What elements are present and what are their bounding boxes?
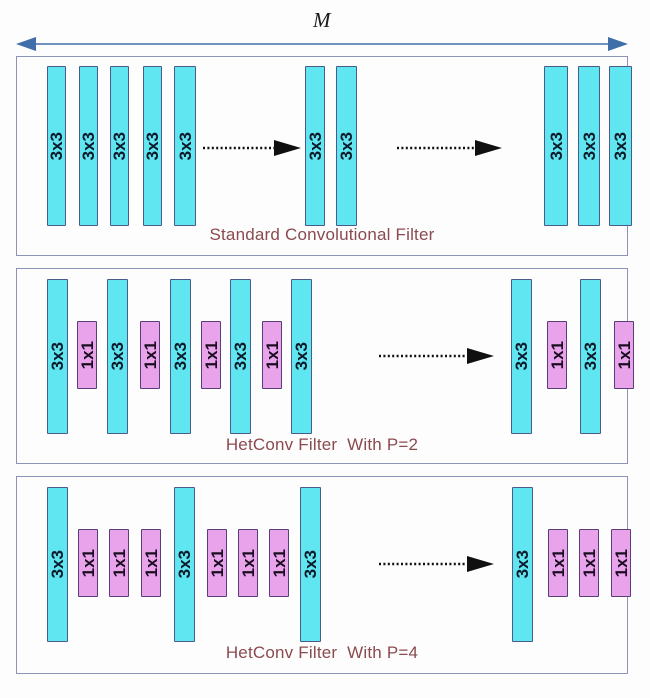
kernel-bar-label: 3x3: [301, 550, 320, 579]
panel-3-body: 3x3 1x1 1x1 1x1 3x3 1x1 1x1 1x1 3x3 3x3 1x1 1x1 1x1: [17, 477, 631, 673]
kernel-bar-label: 1x1: [207, 548, 227, 578]
kernel-bar-label: 3x3: [611, 131, 630, 161]
kernel-bar-1x1: 1x1: [269, 529, 289, 597]
panel-3-caption: HetConv Filter With P=4: [225, 643, 419, 662]
dotted-arrow-icon: [203, 139, 301, 157]
kernel-bar-label: 1x1: [201, 340, 221, 370]
kernel-bar-label: 1x1: [614, 340, 634, 370]
panel-1-caption: Standard Convolutional Filter: [209, 225, 435, 244]
kernel-bar-label: 1x1: [77, 340, 97, 370]
kernel-bar-label: 1x1: [78, 548, 98, 578]
panel-2-body: 3x3 1x1 3x3 1x1 3x3 1x1 3x3 1x1 3x3 3x3 1x1 3x3 1x1: [17, 269, 634, 463]
kernel-bar-label: 3x3: [47, 131, 66, 161]
kernel-bar-3x3: 3x3: [544, 66, 568, 226]
kernel-bar-label: 1x1: [611, 548, 631, 578]
dotted-arrow-icon: [397, 139, 502, 157]
kernel-bar-label: 3x3: [48, 550, 67, 579]
kernel-bar-1x1: 1x1: [78, 529, 98, 597]
kernel-bar-label: 1x1: [141, 548, 161, 578]
kernel-bar-3x3: 3x3: [143, 66, 162, 226]
kernel-bar-label: 3x3: [108, 342, 127, 371]
kernel-bar-1x1: 1x1: [207, 529, 227, 597]
kernel-bar-label: 3x3: [513, 550, 532, 579]
kernel-bar-1x1: 1x1: [614, 321, 634, 389]
kernel-bar-3x3: 3x3: [580, 279, 601, 434]
kernel-bar-label: 3x3: [231, 342, 250, 371]
kernel-bar-label: 3x3: [175, 131, 195, 161]
kernel-bar-3x3: 3x3: [230, 279, 251, 434]
kernel-bar-1x1: 1x1: [579, 529, 599, 597]
kernel-bar-label: 1x1: [269, 548, 289, 578]
kernel-bar-label: 1x1: [579, 548, 599, 578]
kernel-bar-label: 3x3: [143, 131, 162, 161]
kernel-bar-3x3: 3x3: [609, 66, 632, 226]
kernel-bar-label: 3x3: [546, 131, 566, 161]
kernel-bar-1x1: 1x1: [262, 321, 282, 389]
panel-1-body: 3x3 3x3 3x3 3x3 3x3 3x3 3x3 3x3 3x3 3x3: [17, 57, 632, 255]
kernel-bar-1x1: 1x1: [238, 529, 258, 597]
dotted-arrow-icon: [379, 555, 494, 573]
kernel-bar-1x1: 1x1: [109, 529, 129, 597]
kernel-bar-3x3: 3x3: [511, 279, 532, 434]
kernel-bar-label: 3x3: [175, 550, 194, 579]
kernel-bar-label: 3x3: [579, 131, 599, 161]
dimension-label-m: M: [313, 8, 331, 32]
kernel-bar-3x3: 3x3: [578, 66, 600, 226]
kernel-bar-1x1: 1x1: [141, 529, 161, 597]
kernel-bar-3x3: 3x3: [47, 487, 68, 642]
panel-2-caption: HetConv Filter With P=2: [225, 435, 419, 454]
kernel-bar-3x3: 3x3: [174, 487, 195, 642]
kernel-bar-1x1: 1x1: [611, 529, 631, 597]
kernel-bar-label: 1x1: [547, 340, 567, 370]
kernel-bar-label: 1x1: [548, 548, 568, 578]
kernel-bar-3x3: 3x3: [512, 487, 533, 642]
kernel-bar-label: 3x3: [581, 342, 600, 371]
kernel-bar-1x1: 1x1: [140, 321, 160, 389]
kernel-bar-label: 3x3: [512, 342, 531, 371]
kernel-bar-label: 3x3: [292, 342, 311, 371]
kernel-bar-1x1: 1x1: [77, 321, 97, 389]
double-headed-arrow-icon: [16, 37, 628, 51]
kernel-bar-label: 3x3: [110, 131, 129, 161]
kernel-bar-label: 3x3: [337, 131, 356, 161]
kernel-bar-label: 1x1: [262, 340, 282, 370]
kernel-bar-3x3: 3x3: [291, 279, 312, 434]
kernel-bar-3x3: 3x3: [79, 66, 98, 226]
kernel-bar-3x3: 3x3: [110, 66, 129, 226]
kernel-bar-label: 3x3: [79, 131, 98, 161]
kernel-bar-label: 1x1: [238, 548, 258, 578]
kernel-bar-3x3: 3x3: [170, 279, 191, 434]
kernel-bar-label: 3x3: [48, 342, 67, 371]
panel-standard-convolutional-filter: 3x3 3x3 3x3 3x3 3x3 3x3 3x3 3x3 3x3 3x3 Standard …: [16, 56, 632, 256]
dotted-arrow-icon: [379, 347, 494, 365]
kernel-bar-1x1: 1x1: [547, 321, 567, 389]
kernel-bar-3x3: 3x3: [336, 66, 357, 226]
kernel-bar-3x3: 3x3: [174, 66, 196, 226]
kernel-bar-3x3: 3x3: [305, 66, 325, 226]
kernel-bar-3x3: 3x3: [107, 279, 128, 434]
dimension-indicator-m: M: [16, 8, 628, 52]
kernel-bar-3x3: 3x3: [47, 66, 66, 226]
kernel-bar-3x3: 3x3: [300, 487, 321, 642]
kernel-bar-1x1: 1x1: [201, 321, 221, 389]
kernel-bar-label: 1x1: [140, 340, 160, 370]
kernel-bar-3x3: 3x3: [47, 279, 68, 434]
kernel-bar-label: 1x1: [109, 548, 129, 578]
kernel-bar-label: 3x3: [171, 342, 190, 371]
kernel-bar-1x1: 1x1: [548, 529, 568, 597]
kernel-bar-label: 3x3: [305, 131, 325, 161]
